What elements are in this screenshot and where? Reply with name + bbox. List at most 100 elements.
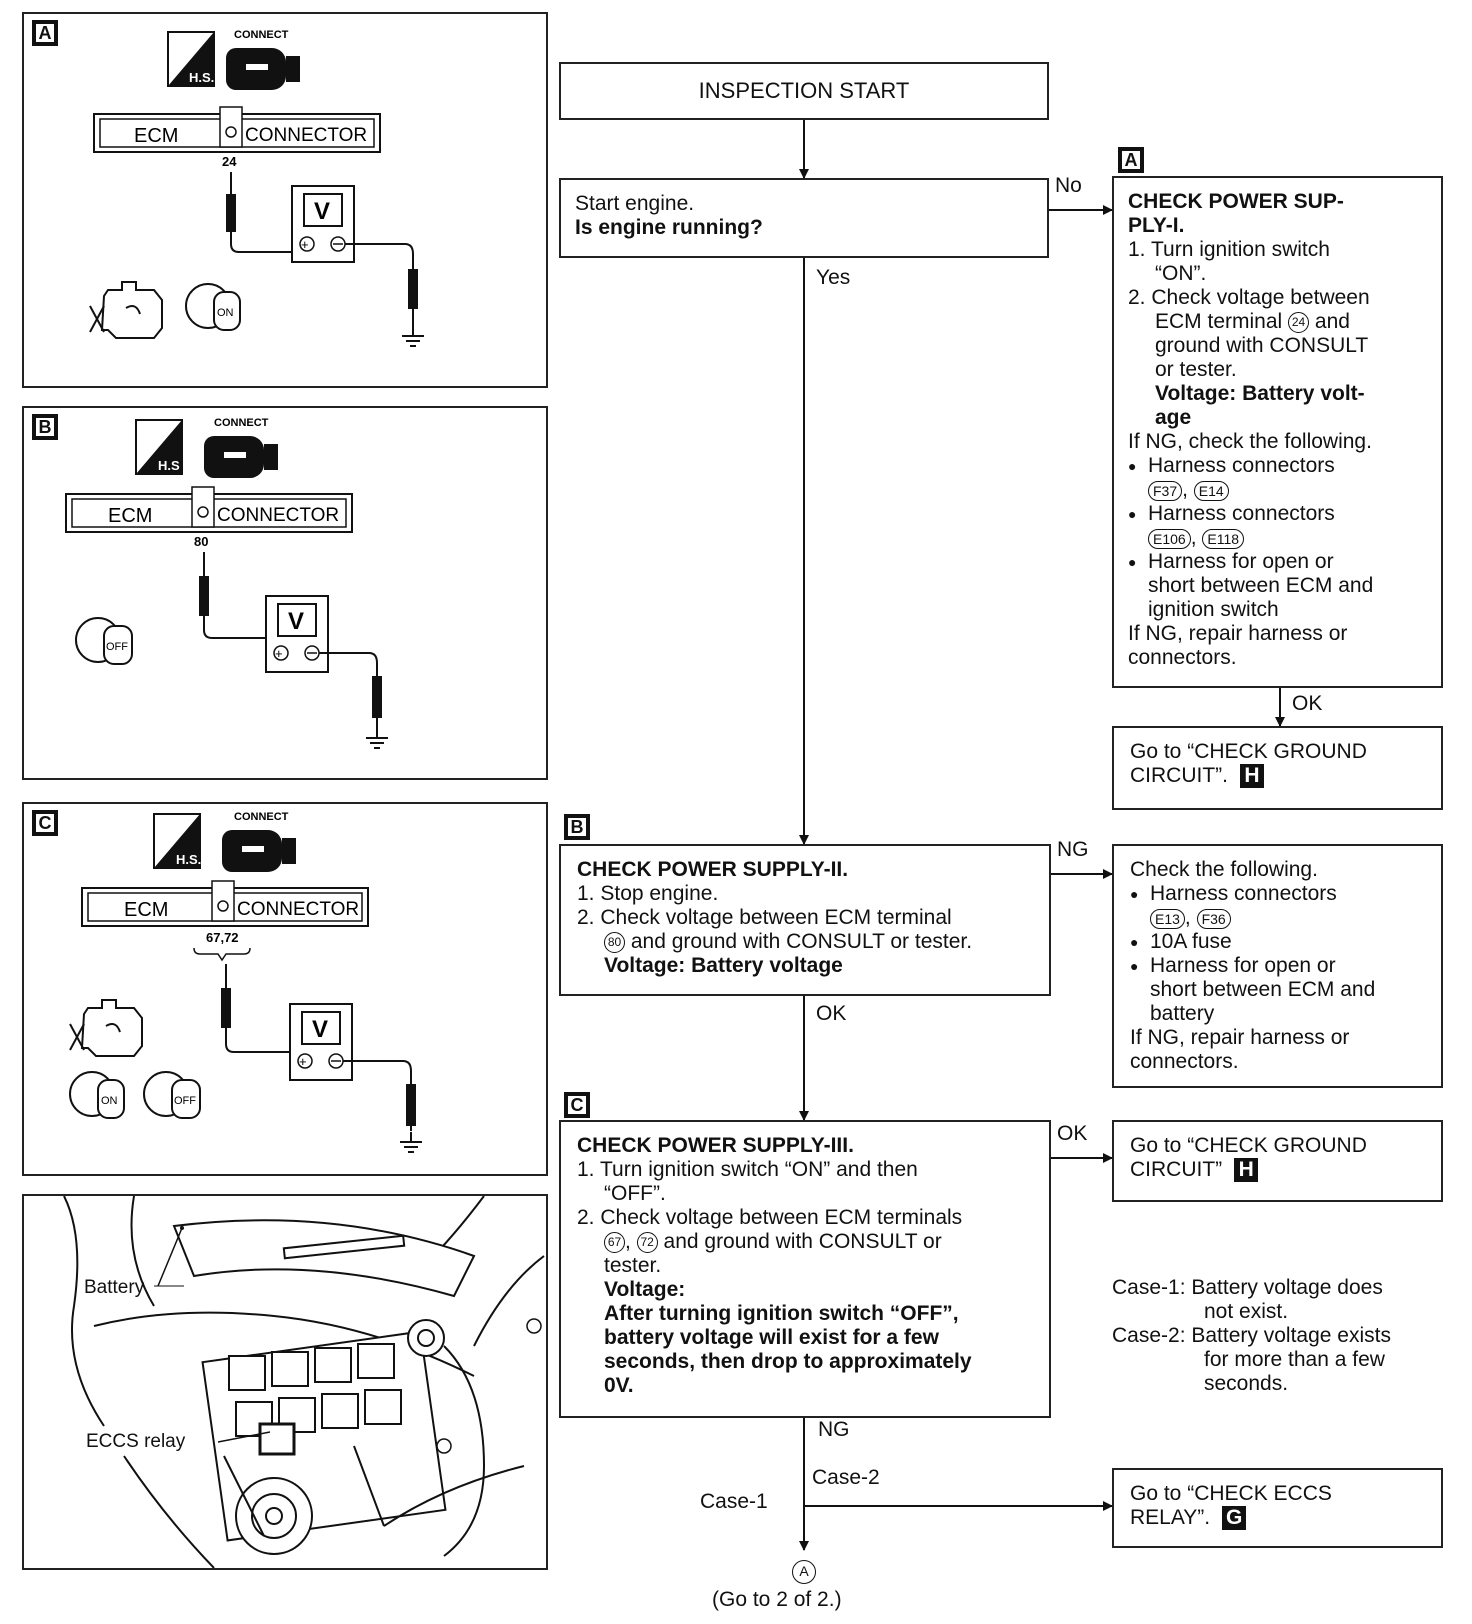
box-a-voltage: Voltage: Battery volt- bbox=[1155, 382, 1365, 405]
ground-2-line-1: Go to “CHECK GROUND bbox=[1130, 1134, 1367, 1157]
eccs-relay bbox=[258, 1422, 296, 1456]
battery-label: Battery bbox=[84, 1277, 145, 1298]
check-following-title: Check the following. bbox=[1130, 858, 1318, 881]
terminal-72-badge: 72 bbox=[636, 1231, 658, 1253]
check-following-box: Check the following. Harness connectors … bbox=[1112, 844, 1443, 1088]
connector-e106: E106 bbox=[1148, 529, 1191, 549]
terminal-number: 67,72 bbox=[206, 930, 239, 945]
hs-label: H.S. bbox=[176, 852, 201, 867]
panel-c-tag: C bbox=[32, 810, 58, 836]
connector-label: CONNECTOR bbox=[245, 125, 367, 146]
box-a-repair-cont: connectors. bbox=[1128, 646, 1237, 669]
check-power-supply-2-box: CHECK POWER SUPPLY-II. 1. Stop engine. 2… bbox=[559, 844, 1051, 996]
panel-b-diagram: H.S CONNECT ECM CONNECTOR 80 V + OFF bbox=[65, 417, 388, 749]
panel-c-diagram: H.S. CONNECT ECM CONNECTOR 67,72 V + bbox=[69, 811, 422, 1153]
connector-label: CONNECTOR bbox=[237, 899, 359, 920]
ecm-label: ECM bbox=[124, 899, 168, 921]
box-a-bullet-3-end: ignition switch bbox=[1148, 598, 1279, 621]
case-1-label: Case-1 bbox=[700, 1490, 768, 1513]
box-c-voltage-2: battery voltage will exist for a few bbox=[604, 1326, 939, 1349]
check-following-repair-cont: connectors. bbox=[1130, 1050, 1239, 1073]
no-label: No bbox=[1055, 174, 1082, 197]
box-a-title-1: CHECK POWER SUP- bbox=[1128, 190, 1344, 213]
panel-a-tag: A bbox=[32, 20, 58, 46]
box-a-if-ng: If NG, check the following. bbox=[1128, 430, 1372, 453]
box-b-tag: B bbox=[564, 814, 590, 840]
connector-e118: E118 bbox=[1202, 529, 1245, 549]
connector-f37: F37 bbox=[1148, 481, 1183, 501]
terminal-number: 80 bbox=[194, 534, 208, 549]
yes-label: Yes bbox=[816, 266, 851, 289]
inspection-start-label: INSPECTION START bbox=[698, 78, 910, 103]
svg-text:+: + bbox=[275, 646, 283, 661]
voltmeter-v: V bbox=[312, 1016, 328, 1043]
check-following-bullet-1: Harness connectors bbox=[1130, 882, 1425, 906]
box-c-voltage-3: seconds, then drop to approximately bbox=[604, 1350, 972, 1373]
pulley bbox=[235, 1477, 313, 1555]
connect-label: CONNECT bbox=[214, 417, 269, 429]
case-1-definition-cont: not exist. bbox=[1204, 1300, 1289, 1323]
case-2-definition-end: seconds. bbox=[1204, 1372, 1289, 1395]
box-a-step1: 1. Turn ignition switch bbox=[1128, 238, 1330, 261]
hs-label: H.S bbox=[158, 458, 180, 473]
ground-circuit-box-2: Go to “CHECK GROUND CIRCUIT”H bbox=[1112, 1120, 1443, 1202]
box-c-voltage: Voltage: bbox=[604, 1278, 686, 1301]
box-a-title-2: PLY-I. bbox=[1128, 214, 1185, 237]
box-b-title: CHECK POWER SUPPLY-II. bbox=[577, 858, 849, 881]
ignition-key-icon: ON bbox=[185, 283, 241, 331]
ignition-key-on-icon: ON bbox=[69, 1071, 125, 1119]
check-power-supply-3-box: CHECK POWER SUPPLY-III. 1. Turn ignition… bbox=[559, 1120, 1051, 1418]
box-a-step2-terminal: ECM terminal 24 and bbox=[1155, 310, 1350, 333]
connector-f36: F36 bbox=[1196, 909, 1231, 929]
relay-tag: G bbox=[1222, 1506, 1247, 1531]
box-b-ng-label: NG bbox=[1057, 838, 1089, 861]
inspection-start-box: INSPECTION START bbox=[559, 62, 1049, 120]
terminal-24-badge: 24 bbox=[1288, 311, 1310, 333]
relay-line-2: RELAY”.G bbox=[1130, 1506, 1425, 1531]
svg-text:OFF: OFF bbox=[174, 1095, 196, 1107]
box-a-step2: 2. Check voltage between bbox=[1128, 286, 1370, 309]
panel-b-tag: B bbox=[32, 414, 58, 440]
box-a-repair: If NG, repair harness or bbox=[1128, 622, 1348, 645]
ecm-label: ECM bbox=[134, 125, 178, 147]
voltmeter-v: V bbox=[288, 608, 304, 635]
box-b-step2: 2. Check voltage between ECM terminal bbox=[577, 906, 952, 929]
continuation-letter: A bbox=[799, 1563, 809, 1579]
ignition-key-icon: OFF bbox=[75, 617, 133, 665]
case-1-definition: Case-1: Battery voltage does bbox=[1112, 1276, 1383, 1299]
connector-e14: E14 bbox=[1193, 481, 1229, 501]
panel-b: B H.S CONNECT ECM CONNECTOR 80 V + bbox=[22, 406, 548, 780]
continuation-marker: A bbox=[792, 1560, 816, 1584]
box-b-step2-cont: 80 and ground with CONSULT or tester. bbox=[577, 930, 1033, 954]
box-a-tag: A bbox=[1118, 147, 1144, 173]
box-a-step2-ground: ground with CONSULT bbox=[1155, 334, 1369, 357]
box-a-voltage-cont: age bbox=[1155, 406, 1192, 429]
box-c-voltage-4: 0V. bbox=[604, 1374, 634, 1397]
box-c-step2-tester: tester. bbox=[604, 1254, 662, 1277]
ground-1-line-1: Go to “CHECK GROUND bbox=[1130, 740, 1367, 763]
svg-text:ON: ON bbox=[101, 1095, 118, 1107]
hs-label: H.S. bbox=[189, 70, 214, 85]
key-label: ON bbox=[217, 307, 234, 319]
box-b-step1: 1. Stop engine. bbox=[577, 882, 719, 905]
panel-a: A H.S. CONNECT ECM CONNECTOR 24 V + bbox=[22, 12, 548, 388]
engine-bay-illustration bbox=[63, 1196, 545, 1568]
connect-label: CONNECT bbox=[234, 811, 289, 823]
start-engine-box: Start engine. Is engine running? bbox=[559, 178, 1049, 258]
svg-text:+: + bbox=[301, 237, 309, 252]
connect-label: CONNECT bbox=[234, 29, 289, 41]
box-b-ok-label: OK bbox=[816, 1002, 847, 1025]
check-power-supply-1-box: CHECK POWER SUP- PLY-I. 1. Turn ignition… bbox=[1112, 176, 1443, 688]
terminal-number: 24 bbox=[222, 154, 237, 169]
check-following-repair: If NG, repair harness or bbox=[1130, 1026, 1350, 1049]
box-c-step2-terminals: 67, 72 and ground with CONSULT or bbox=[577, 1230, 1033, 1254]
box-c-step2: 2. Check voltage between ECM terminals bbox=[577, 1206, 963, 1229]
case-2-definition-cont: for more than a few bbox=[1204, 1348, 1385, 1371]
box-c-title: CHECK POWER SUPPLY-III. bbox=[577, 1134, 854, 1157]
engine-icon bbox=[69, 999, 143, 1057]
case-2-definition: Case-2: Battery voltage exists bbox=[1112, 1324, 1391, 1347]
panel-engine-bay: Battery ECCS relay bbox=[22, 1194, 548, 1570]
ground-2-line-2: CIRCUIT”H bbox=[1130, 1158, 1425, 1183]
box-a-bullet-1-connectors: F37, E14 bbox=[1128, 478, 1427, 502]
relay-line-1: Go to “CHECK ECCS bbox=[1130, 1482, 1332, 1505]
